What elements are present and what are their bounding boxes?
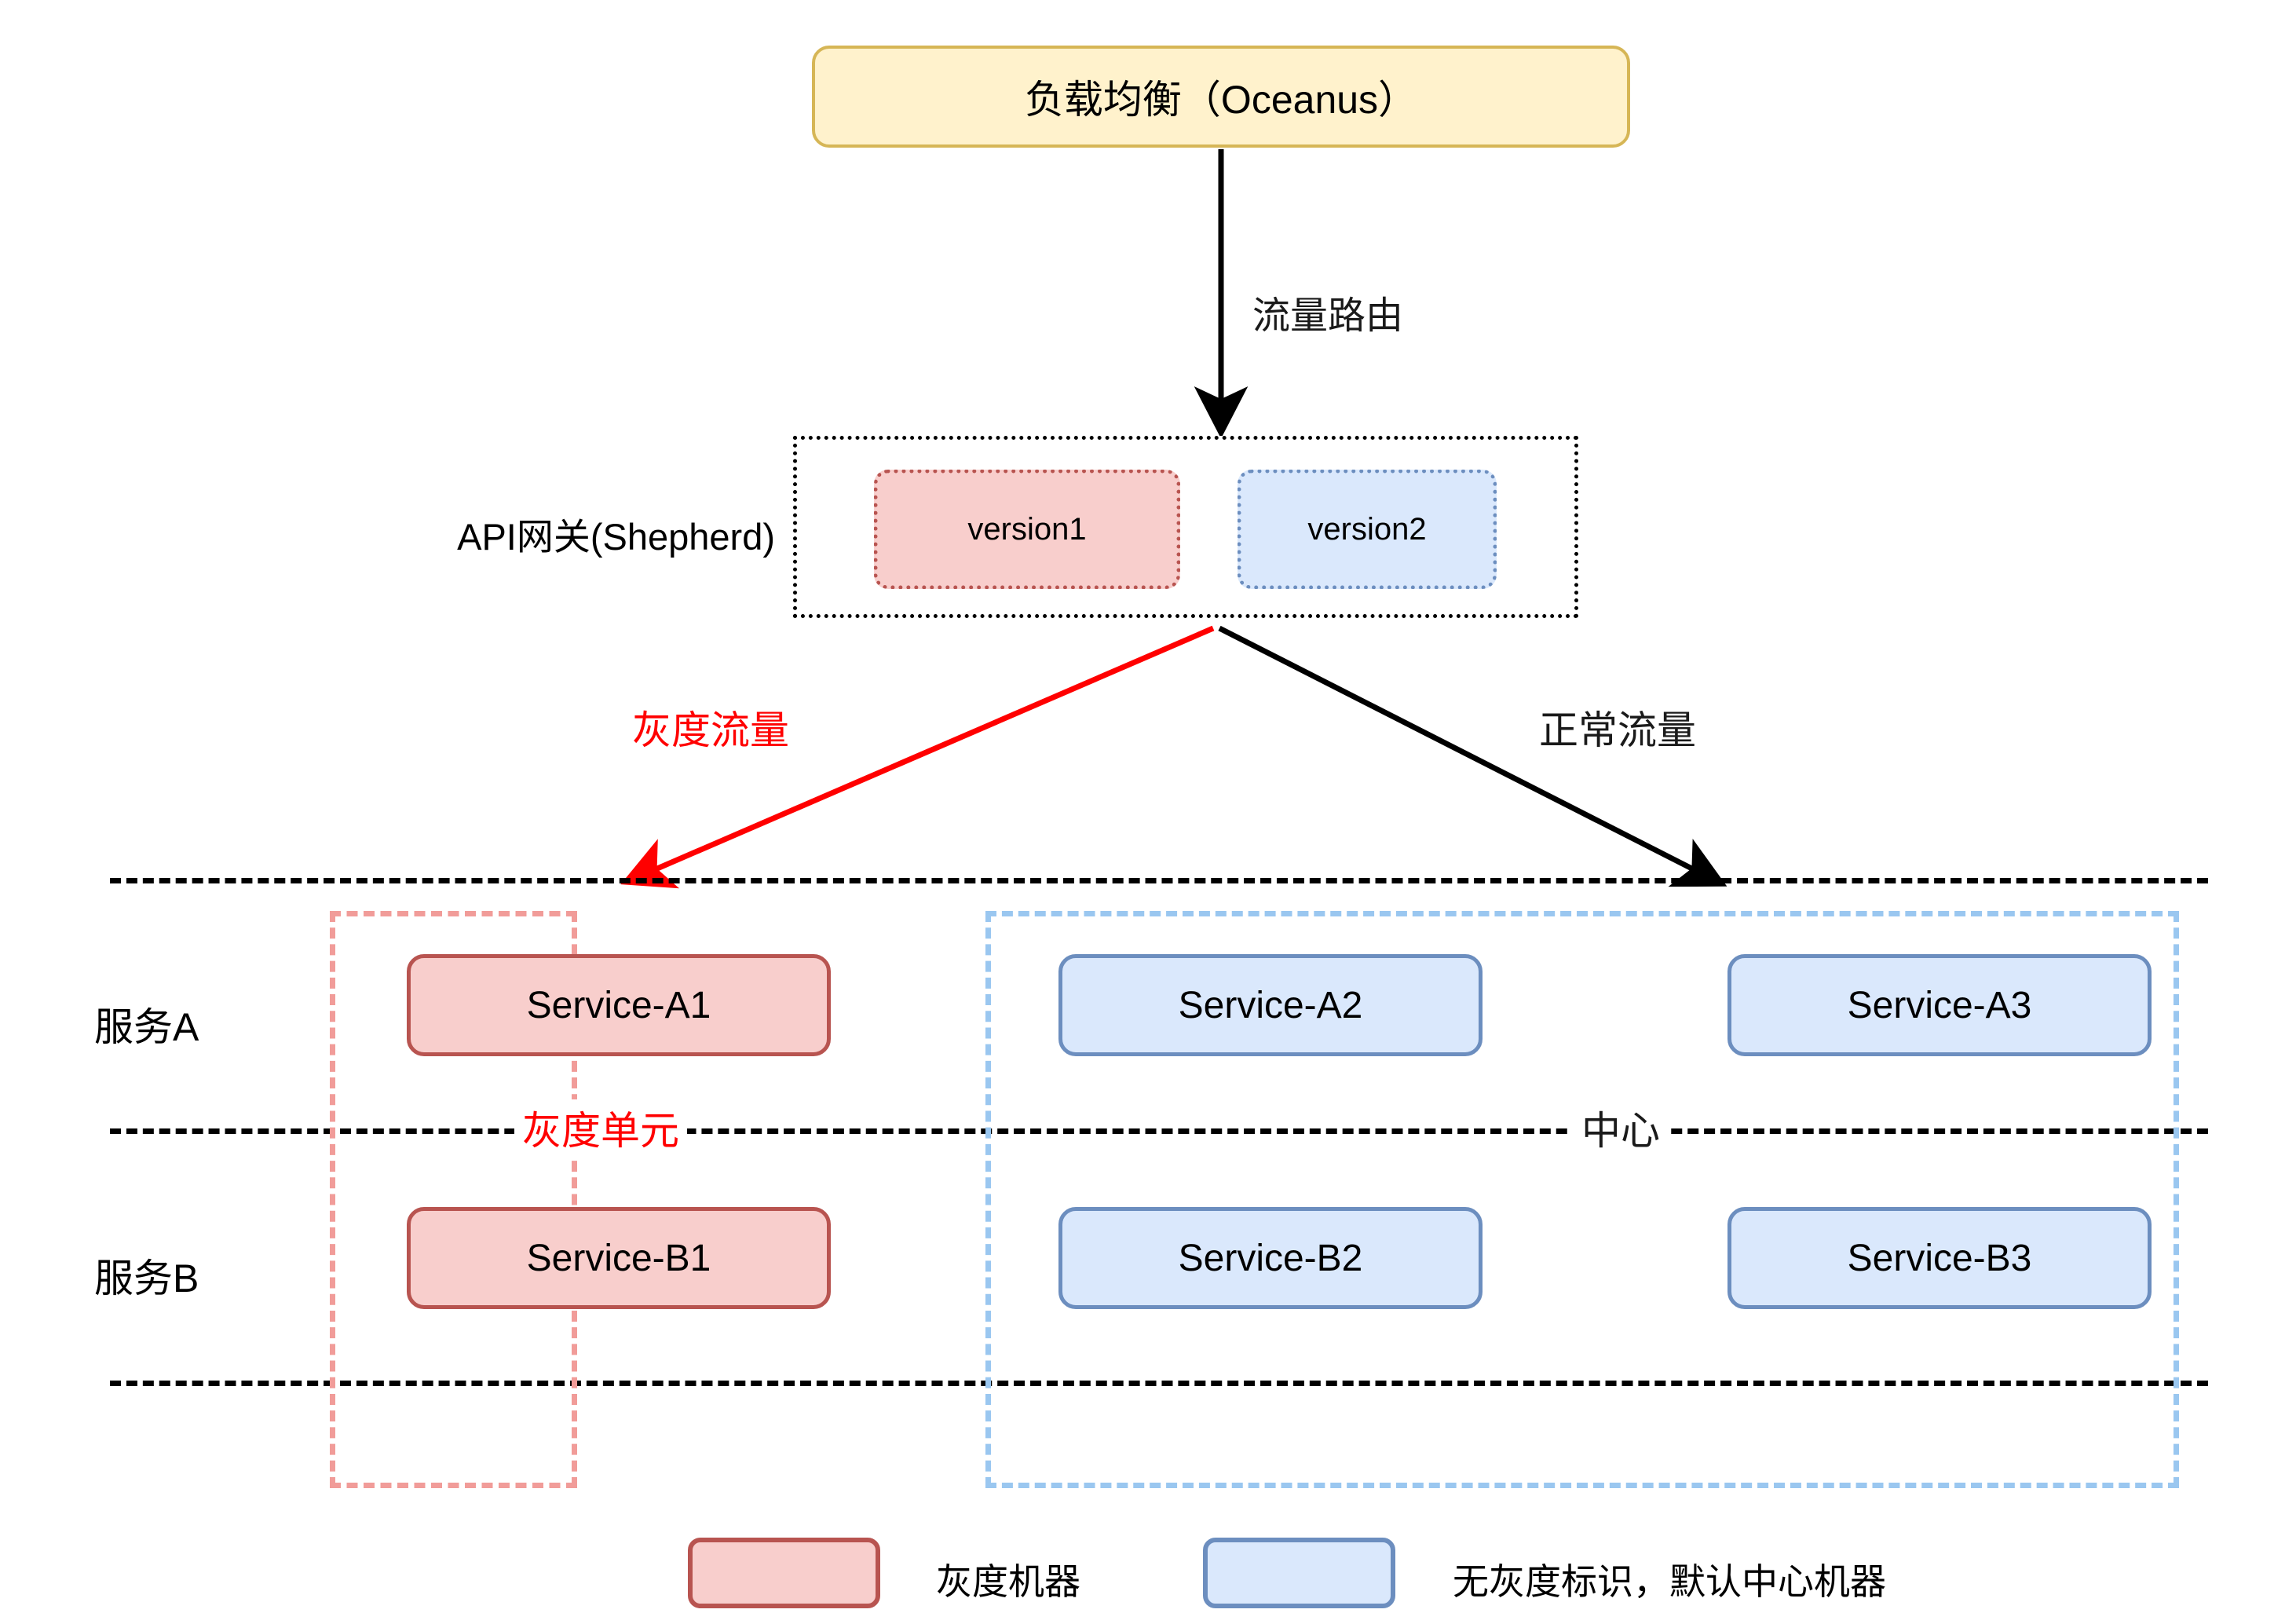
gateway-version1-label: version1 — [967, 511, 1087, 547]
edge-label-gray-traffic: 灰度流量 — [632, 708, 789, 752]
separator-line-bottom — [110, 1381, 2208, 1386]
row-label-service-a: 服务A — [94, 1005, 199, 1049]
service-node-a2[interactable]: Service-A2 — [1058, 954, 1483, 1056]
gateway-version1-node[interactable]: version1 — [874, 470, 1180, 589]
service-node-b1-label: Service-B1 — [526, 1237, 711, 1279]
gateway-version2-label: version2 — [1307, 511, 1427, 547]
separator-line-top — [110, 878, 2208, 883]
legend-label-center-machine: 无灰度标识，默认中心机器 — [1453, 1561, 1886, 1602]
service-node-a2-label: Service-A2 — [1178, 984, 1363, 1026]
edge-label-route: 流量路由 — [1252, 295, 1404, 337]
center-unit-container — [985, 911, 2179, 1488]
edge-normal-traffic-arrow — [1218, 625, 1727, 887]
separator-line-middle — [110, 1128, 2208, 1134]
service-node-b2[interactable]: Service-B2 — [1058, 1207, 1483, 1309]
load-balancer-label: 负载均衡（Oceanus） — [1024, 78, 1418, 122]
legend-swatch-gray-machine — [688, 1538, 880, 1608]
gateway-version2-node[interactable]: version2 — [1238, 470, 1497, 589]
service-node-b1[interactable]: Service-B1 — [407, 1207, 831, 1309]
service-node-a1[interactable]: Service-A1 — [407, 954, 831, 1056]
legend-swatch-center-machine — [1203, 1538, 1395, 1608]
service-node-a1-label: Service-A1 — [526, 984, 711, 1026]
api-gateway-side-label: API网关(Shepherd) — [457, 516, 775, 558]
service-node-b2-label: Service-B2 — [1178, 1237, 1363, 1279]
edge-label-normal-traffic: 正常流量 — [1539, 708, 1696, 752]
legend-label-gray-machine: 灰度机器 — [936, 1561, 1080, 1602]
service-node-b3[interactable]: Service-B3 — [1727, 1207, 2152, 1309]
service-node-a3[interactable]: Service-A3 — [1727, 954, 2152, 1056]
gray-unit-label: 灰度单元 — [514, 1099, 687, 1156]
gray-unit-container — [330, 911, 577, 1488]
service-node-b3-label: Service-B3 — [1847, 1237, 2032, 1279]
load-balancer-node[interactable]: 负载均衡（Oceanus） — [812, 46, 1630, 148]
row-label-service-b: 服务B — [94, 1256, 199, 1300]
service-node-a3-label: Service-A3 — [1847, 984, 2032, 1026]
center-unit-label: 中心 — [1570, 1099, 1671, 1156]
